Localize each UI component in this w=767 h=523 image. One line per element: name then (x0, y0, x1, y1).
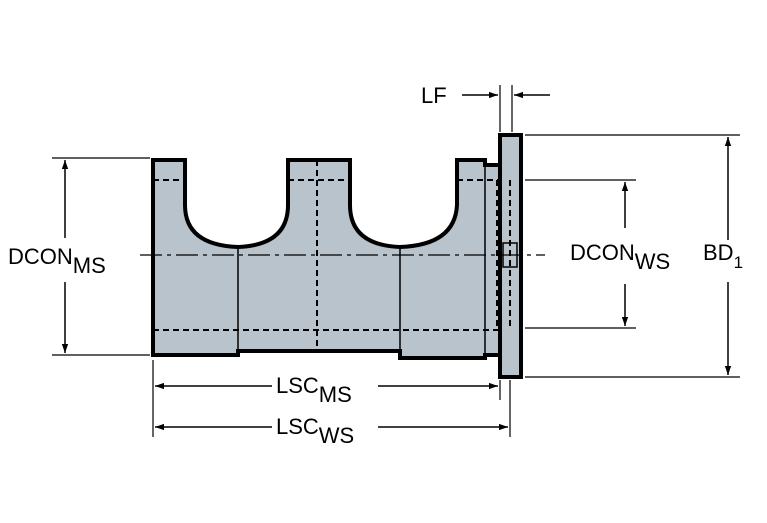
dimension-lines (61, 91, 732, 431)
label-dcon-ws: DCONWS (570, 240, 670, 274)
label-lf: LF (421, 83, 447, 108)
label-bd1: BD1 (703, 240, 743, 272)
label-dcon-ms: DCONMS (8, 244, 106, 278)
label-lsc-ws: LSCWS (276, 414, 354, 448)
main-body (151, 158, 502, 360)
part-body (151, 133, 523, 379)
label-lsc-ms: LSCMS (276, 373, 352, 407)
extension-lines (52, 85, 740, 437)
